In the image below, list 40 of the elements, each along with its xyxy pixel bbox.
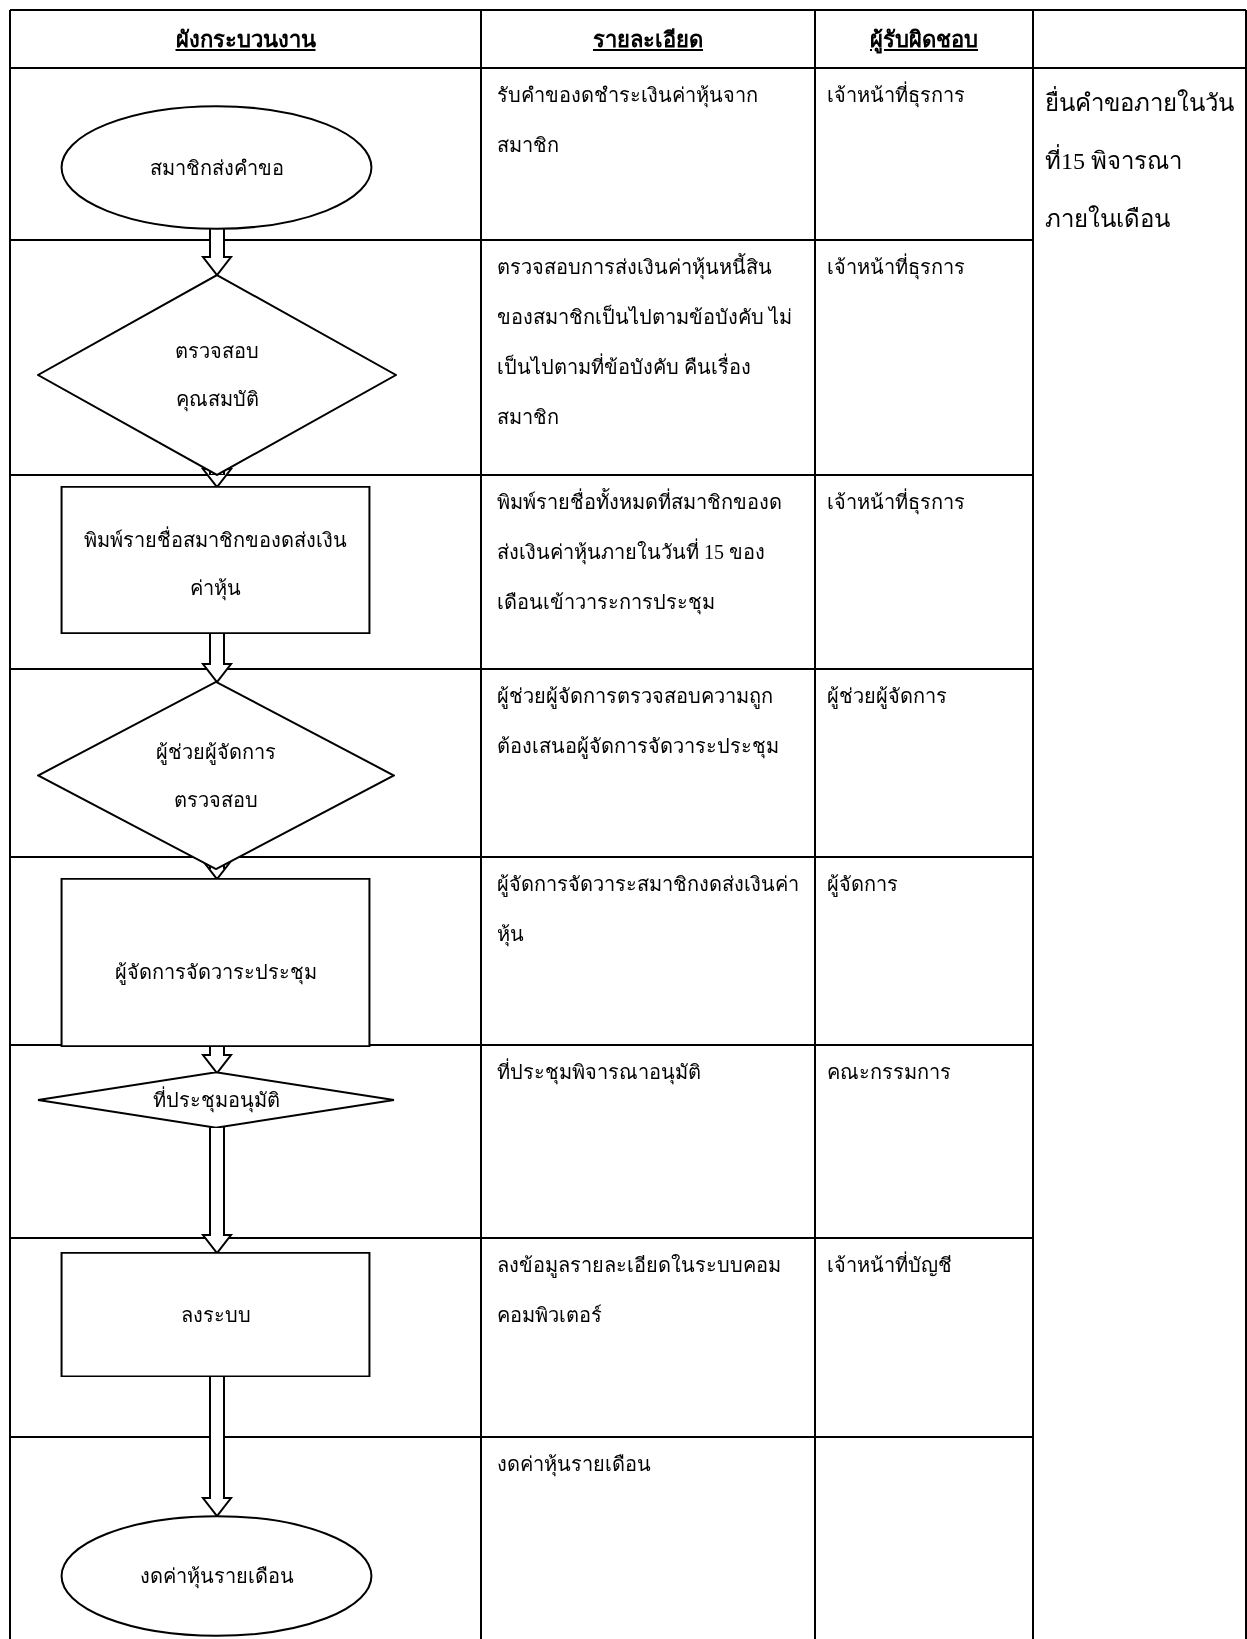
node-label: ที่ประชุมอนุมัติ [152, 1076, 280, 1124]
description-text: งดค่าหุ้นรายเดือน [496, 1452, 652, 1479]
block-arrow [200, 228, 234, 277]
decision-diamond [37, 274, 397, 476]
node-label: สมาชิกส่งคำขอ [149, 155, 284, 181]
decision-diamond [37, 1072, 395, 1128]
responsible-text: ผู้ช่วยผู้จัดการ [826, 684, 948, 711]
column-header: ผังกระบวนงาน [175, 25, 316, 54]
process-box [60, 486, 371, 634]
block-arrow [200, 632, 234, 684]
node-label: งดค่าหุ้นรายเดือน [139, 1564, 294, 1591]
decision-diamond [37, 681, 395, 870]
node-label: ตรวจสอบคุณสมบัติ [174, 339, 260, 414]
node-label: ผู้ช่วยผู้จัดการตรวจสอบ [155, 739, 277, 813]
process-box [60, 1252, 371, 1377]
note-text: ยื่นคำขอภายในวันที่15 พิจารณาภายในเดือน [1033, 68, 1246, 248]
description-text: รับคำของดชำระเงินค่าหุ้นจากสมาชิก [496, 83, 759, 158]
node-label: ลงระบบ [180, 1302, 251, 1328]
description-text: ผู้ช่วยผู้จัดการตรวจสอบความถูกต้องเสนอผู้จัดการจัดวาระประชุม [496, 684, 780, 761]
responsible-text: ผู้จัดการ [826, 872, 899, 899]
description-text: พิมพ์รายชื่อทั้งหมดที่สมาชิกของดส่งเงินค่าหุ้นภายในวันที่ 15 ของเดือนเข้าวาระการประชุม [481, 475, 815, 627]
responsible-text: คณะกรรมการ [826, 1060, 952, 1085]
block-arrow [200, 1126, 234, 1255]
description-text: ผู้จัดการจัดวาระสมาชิกงดส่งเงินค่าหุ้น [496, 872, 800, 949]
responsible-text: เจ้าหน้าที่ธุรการ [815, 68, 1033, 120]
column-header: ผู้รับผิดชอบ [870, 25, 978, 56]
terminal-ellipse [60, 1515, 373, 1637]
description-text: ตรวจสอบการส่งเงินค่าหุ้นหนี้สินของสมาชิกเป็นไปตามข้อบังคับ ไม่เป็นไปตามที่ข้อบังคับ คืนเรื่องสมาชิก [481, 240, 815, 442]
block-arrow [200, 1045, 234, 1075]
responsible-text: เจ้าหน้าที่ธุรการ [815, 475, 1033, 527]
description-text: ที่ประชุมพิจารณาอนุมัติ [481, 1045, 815, 1097]
block-arrow [200, 1375, 234, 1518]
node-label: ผู้จัดการจัดวาระประชุม [114, 959, 317, 987]
process-box [60, 878, 371, 1047]
description-text: ลงข้อมูลรายละเอียดในระบบคอมคอมพิวเตอร์ [496, 1253, 782, 1328]
responsible-text: เจ้าหน้าที่บัญชี [815, 1238, 1033, 1290]
node-label: พิมพ์รายชื่อสมาชิกของดส่งเงินค่าหุ้น [75, 516, 356, 612]
terminal-ellipse [60, 105, 373, 230]
column-header: รายละเอียด [593, 25, 703, 54]
responsible-text: เจ้าหน้าที่ธุรการ [815, 240, 1033, 292]
